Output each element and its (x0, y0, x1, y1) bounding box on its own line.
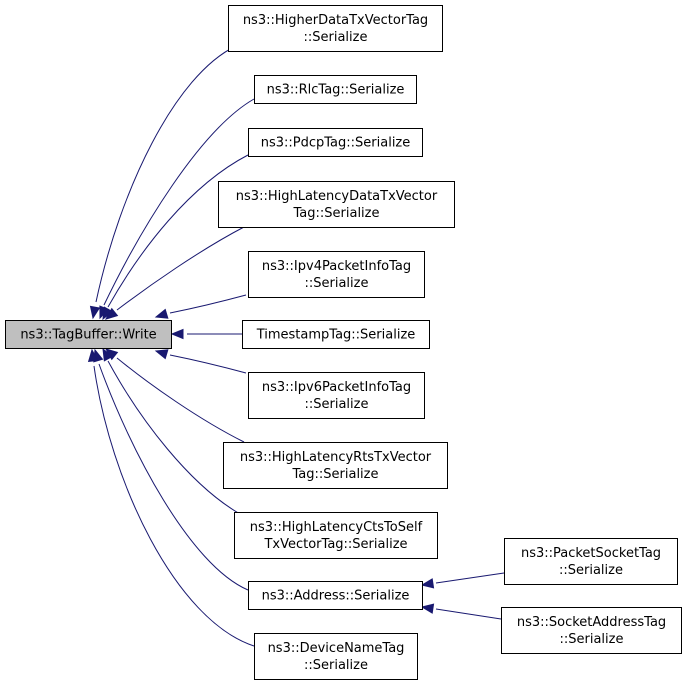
node-label-line: ns3::Ipv6PacketInfoTag (262, 380, 411, 395)
arrowhead-icon (420, 603, 435, 614)
arrowhead-icon (102, 347, 114, 362)
node-box[interactable] (234, 512, 438, 559)
node-label-line: ns3::HighLatencyRtsTxVector (240, 450, 432, 465)
edge-n5-to-root (154, 294, 247, 319)
node-label-line: ::Serialize (560, 632, 624, 647)
node-label-line: Tag::Serialize (292, 467, 379, 482)
edge-line (116, 226, 245, 311)
node-n1[interactable]: ns3::HigherDataTxVectorTag::Serialize (228, 5, 443, 52)
node-n9[interactable]: ns3::HighLatencyCtsToSelfTxVectorTag::Se… (234, 512, 438, 559)
arrowhead-icon (420, 578, 435, 589)
edge-line (95, 45, 237, 303)
node-box[interactable] (218, 181, 455, 228)
node-label-line: ns3::PdcpTag::Serialize (261, 136, 411, 151)
arrowhead-icon (154, 308, 169, 319)
arrowhead-icon (87, 348, 99, 362)
node-box[interactable] (248, 581, 423, 610)
node-label-line: TxVectorTag::Serialize (263, 537, 407, 552)
node-n2[interactable]: ns3::RlcTag::Serialize (254, 75, 417, 104)
edge-line (116, 357, 245, 443)
edge-n4-to-root (104, 226, 245, 320)
edge-n7-to-root (154, 349, 247, 374)
node-label-line: ::Serialize (305, 397, 369, 412)
arrowhead-icon (154, 349, 169, 360)
node-label-line: ns3::Address::Serialize (262, 589, 410, 604)
edge-n8-to-root (104, 348, 245, 443)
node-n7[interactable]: ns3::Ipv6PacketInfoTag::Serialize (248, 372, 425, 419)
edge-line (169, 294, 247, 314)
node-box[interactable] (248, 251, 425, 298)
node-box[interactable] (501, 607, 682, 654)
node-label-line: ns3::Ipv4PacketInfoTag (262, 259, 411, 274)
node-n11[interactable]: ns3::DeviceNameTag::Serialize (254, 633, 418, 680)
arrowhead-icon (89, 305, 101, 320)
arrowhead-icon (170, 328, 184, 340)
edge-line (103, 98, 255, 306)
node-n4[interactable]: ns3::HighLatencyDataTxVectorTag::Seriali… (218, 181, 455, 228)
edge-line (98, 363, 249, 591)
node-n12[interactable]: ns3::PacketSocketTag::Serialize (504, 538, 678, 585)
node-label-line: ns3::TagBuffer::Write (20, 328, 156, 343)
node-box[interactable] (223, 442, 448, 489)
edge-line (93, 365, 255, 647)
node-label-line: Tag::Serialize (293, 206, 380, 221)
node-box[interactable] (254, 75, 417, 104)
edges-layer (87, 45, 505, 647)
node-label-line: ns3::SocketAddressTag (517, 615, 666, 630)
edge-line (169, 354, 247, 374)
node-label-line: ::Serialize (304, 30, 368, 45)
node-label-line: ns3::PacketSocketTag (521, 546, 661, 561)
node-label-line: ::Serialize (559, 563, 623, 578)
edge-n11-to-root (87, 348, 255, 647)
nodes-layer: ns3::TagBuffer::Write ns3::HigherDataTxVe… (5, 5, 682, 680)
node-n13[interactable]: ns3::SocketAddressTag::Serialize (501, 607, 682, 654)
node-box[interactable] (248, 128, 423, 157)
edge-line (435, 572, 505, 584)
node-box[interactable] (248, 372, 425, 419)
edge-n9-to-root (102, 347, 241, 515)
root-node-box[interactable] (5, 320, 172, 349)
edge-n6-to-root (170, 328, 242, 340)
arrowhead-icon (104, 307, 119, 320)
node-label-line: ::Serialize (305, 276, 369, 291)
node-label-line: ::Serialize (304, 658, 368, 673)
node-label-line: ns3::RlcTag::Serialize (267, 83, 405, 98)
edge-n13-to-n10 (420, 603, 502, 620)
node-box[interactable] (242, 320, 430, 349)
node-label-line: ns3::HigherDataTxVectorTag (243, 13, 428, 28)
node-label-line: TimestampTag::Serialize (256, 328, 416, 343)
edge-line (107, 154, 249, 308)
node-n8[interactable]: ns3::HighLatencyRtsTxVectorTag::Serializ… (223, 442, 448, 489)
root-node[interactable]: ns3::TagBuffer::Write (5, 320, 172, 349)
edge-line (435, 608, 502, 620)
edge-line (107, 360, 241, 515)
node-label-line: ns3::HighLatencyCtsToSelf (250, 520, 423, 535)
node-box[interactable] (228, 5, 443, 52)
node-n6[interactable]: TimestampTag::Serialize (242, 320, 430, 349)
edge-n12-to-n10 (420, 572, 505, 589)
edge-n1-to-root (89, 45, 237, 320)
node-n3[interactable]: ns3::PdcpTag::Serialize (248, 128, 423, 157)
node-box[interactable] (504, 538, 678, 585)
node-label-line: ns3::DeviceNameTag (268, 641, 405, 656)
node-box[interactable] (254, 633, 418, 680)
node-n5[interactable]: ns3::Ipv4PacketInfoTag::Serialize (248, 251, 425, 298)
node-label-line: ns3::HighLatencyDataTxVector (236, 189, 438, 204)
node-n10[interactable]: ns3::Address::Serialize (248, 581, 423, 610)
